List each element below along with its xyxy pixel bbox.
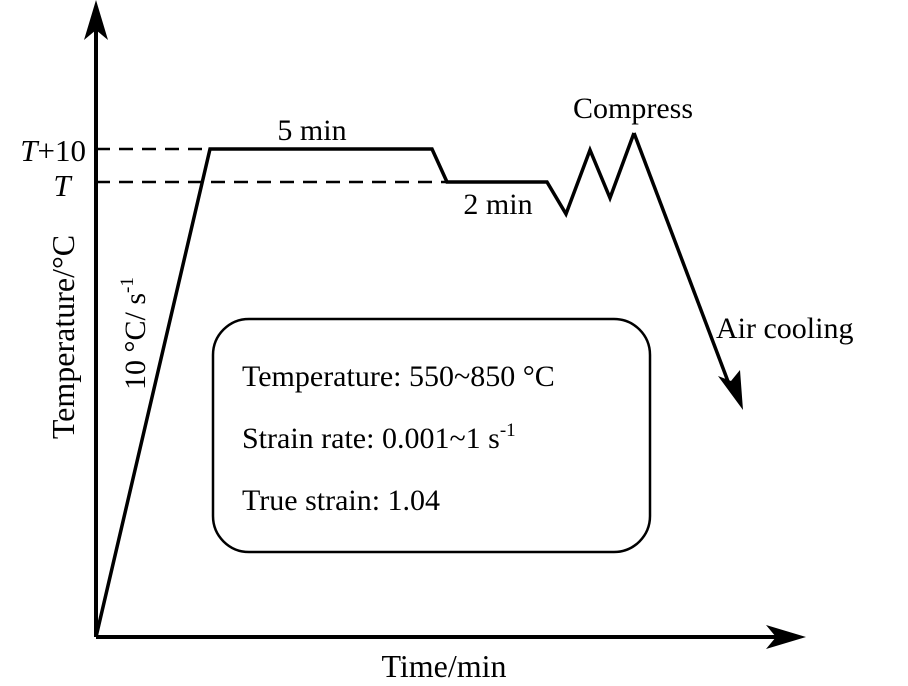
upper-level-italic: T <box>20 133 40 168</box>
y-axis-arrowhead <box>84 0 108 40</box>
compress-label: Compress <box>573 92 693 125</box>
temperature-profile-path <box>94 132 636 638</box>
upper-level-rest: +10 <box>38 133 86 168</box>
x-axis-label: Time/min <box>381 648 506 684</box>
condition-strain-rate: Strain rate: 0.001~1 s-1 <box>242 420 516 455</box>
heating-rate-main: 10 °C/ s <box>119 293 152 390</box>
heating-rate-label: 10 °C/ s-1 <box>117 277 152 390</box>
heating-rate-sup: -1 <box>117 277 138 293</box>
y-axis-label: Temperature/°C <box>45 235 81 439</box>
hold-lower-label: 2 min <box>463 188 532 221</box>
conditions-box-frame <box>211 317 652 554</box>
upper-level-label: T+10 <box>20 133 86 168</box>
condition-true-strain: True strain: 1.04 <box>242 484 440 517</box>
hold-upper-label: 5 min <box>277 114 346 147</box>
strain-rate-sup: -1 <box>500 420 516 441</box>
conditions-box: Temperature: 550~850 °C Strain rate: 0.0… <box>211 317 652 554</box>
air-cooling-arrowhead <box>718 370 743 410</box>
strain-rate-main: Strain rate: 0.001~1 s <box>242 422 500 455</box>
x-axis-arrowhead <box>766 625 806 649</box>
axes <box>84 0 806 649</box>
air-cooling-arrow <box>632 132 734 393</box>
condition-temperature: Temperature: 550~850 °C <box>242 360 555 393</box>
air-cooling-label: Air cooling <box>716 312 853 345</box>
lower-level-label: T <box>53 168 73 203</box>
